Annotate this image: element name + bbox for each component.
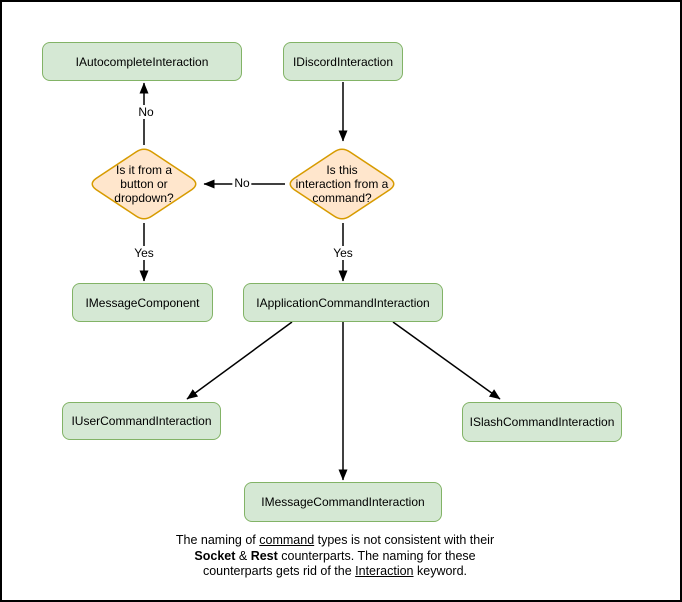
node-message-component: IMessageComponent: [72, 283, 213, 322]
decision-button-or-dropdown: Is it from a button or dropdown?: [87, 145, 201, 223]
node-label: IMessageCommandInteraction: [261, 495, 425, 509]
node-label: IMessageComponent: [85, 295, 200, 310]
edge-label-no-left: No: [232, 176, 252, 190]
edge-application-to-slash-command: [392, 321, 501, 400]
edge-label-no-up: No: [136, 105, 156, 119]
node-slash-command-interaction: ISlashCommandInteraction: [462, 402, 622, 442]
node-label: IApplicationCommandInteraction: [256, 295, 430, 310]
decision-label: Is this interaction from a command?: [295, 163, 389, 205]
diamond-shape-svg: [289, 148, 395, 220]
note-line: Socket & Rest counterparts. The naming f…: [194, 548, 476, 563]
node-message-command-interaction: IMessageCommandInteraction: [244, 482, 442, 522]
node-label: IAutocompleteInteraction: [75, 54, 209, 69]
node-label: ISlashCommandInteraction: [469, 415, 615, 429]
node-label: IUserCommandInteraction: [71, 414, 212, 428]
node-discord-interaction: IDiscordInteraction: [283, 42, 403, 81]
note-line: counterparts gets rid of the Interaction…: [202, 564, 468, 578]
edge-label-yes-left: Yes: [132, 246, 156, 260]
decision-label: Is it from a button or dropdown?: [114, 163, 174, 205]
edge-application-to-user-command: [186, 321, 293, 400]
note-line: The naming of command types is not consi…: [175, 533, 495, 547]
node-application-command-interaction: IApplicationCommandInteraction: [243, 283, 443, 322]
edge-label-yes-right: Yes: [331, 246, 355, 260]
naming-note: The naming of command types is not consi…: [125, 533, 545, 580]
decision-from-command: Is this interaction from a command?: [285, 145, 399, 223]
node-label: IDiscordInteraction: [292, 54, 394, 69]
node-autocomplete-interaction: IAutocompleteInteraction: [42, 42, 242, 81]
node-user-command-interaction: IUserCommandInteraction: [62, 402, 221, 440]
diamond-shape-svg: [91, 148, 197, 220]
